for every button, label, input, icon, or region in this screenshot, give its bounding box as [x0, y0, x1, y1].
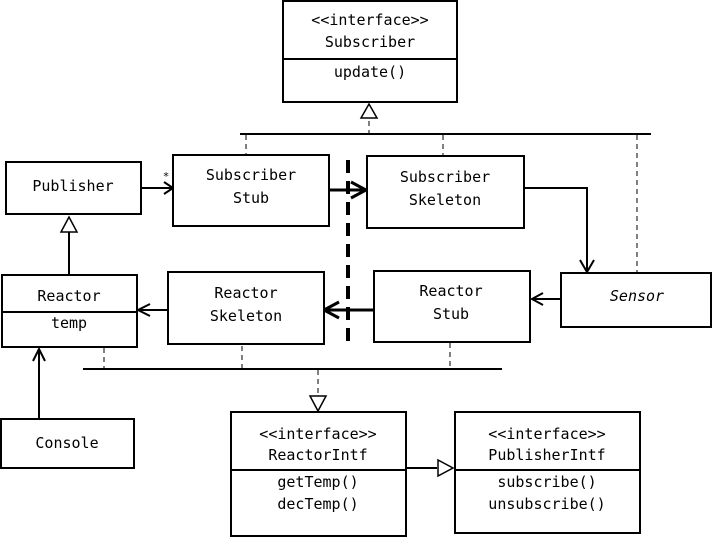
reactorintf-name: ReactorIntf	[268, 446, 367, 464]
reactor-skeleton-name-line2: Skeleton	[210, 307, 282, 325]
publisherintf-stereotype: <<interface>>	[488, 425, 605, 443]
subscriber-skeleton-name-line1: Subscriber	[400, 168, 490, 186]
generalization-arrowhead	[59, 215, 79, 233]
console-class: Console	[0, 418, 135, 469]
reactor-stub-name-line1: Reactor	[419, 282, 482, 300]
update-method: update()	[334, 63, 406, 81]
console-to-reactor-arrowhead	[32, 346, 46, 362]
subscriber-interface-name: Subscriber	[325, 33, 415, 51]
subscriber-stub-name-line1: Subscriber	[206, 166, 296, 184]
publisher-name: Publisher	[32, 177, 113, 195]
publisher-class: Publisher	[5, 161, 142, 215]
subscriber-skeleton-name-line2: Skeleton	[409, 191, 481, 209]
publisherintf-name: PublisherIntf	[488, 446, 605, 464]
reactor-skeleton-class: Reactor Skeleton	[167, 271, 325, 345]
subscriber-stereotype: <<interface>>	[311, 11, 428, 29]
sensor-name: Sensor	[610, 287, 664, 305]
sensor-class: Sensor	[560, 272, 712, 328]
reactor-stub-class: Reactor Stub	[373, 270, 531, 343]
unsubscribe-method: unsubscribe()	[488, 495, 605, 513]
publisherintf-interface-class: <<interface>> PublisherIntf subscribe() …	[454, 411, 641, 534]
dectemp-method: decTemp()	[277, 495, 358, 513]
console-name: Console	[35, 434, 98, 452]
subscriber-realization-arrowhead	[359, 102, 379, 119]
reactor-skeleton-name-line1: Reactor	[214, 284, 277, 302]
reactor-class: Reactor temp	[1, 274, 138, 348]
reactorintf-realization-arrowhead	[308, 395, 328, 413]
subscriber-skeleton-class: Subscriber Skeleton	[366, 155, 525, 229]
gettemp-method: getTemp()	[277, 473, 358, 491]
reactor-name: Reactor	[37, 287, 100, 305]
sensor-to-stub-arrowhead	[529, 292, 544, 306]
reactor-attribute-temp: temp	[51, 314, 87, 332]
subscriber-stub-class: Subscriber Stub	[172, 154, 330, 227]
intf-generalization-arrowhead	[437, 458, 455, 478]
subscriber-stub-name-line2: Stub	[233, 189, 269, 207]
reactorintf-stereotype: <<interface>>	[259, 425, 376, 443]
subscribe-method: subscribe()	[497, 473, 596, 491]
reactorintf-interface-class: <<interface>> ReactorIntf getTemp() decT…	[230, 411, 407, 537]
multiplicity-label: *	[163, 170, 170, 183]
skeleton-to-sensor-call	[524, 187, 588, 270]
reactor-stub-name-line2: Stub	[433, 305, 469, 323]
subscriber-interface-class: <<interface>> Subscriber update()	[282, 0, 458, 103]
